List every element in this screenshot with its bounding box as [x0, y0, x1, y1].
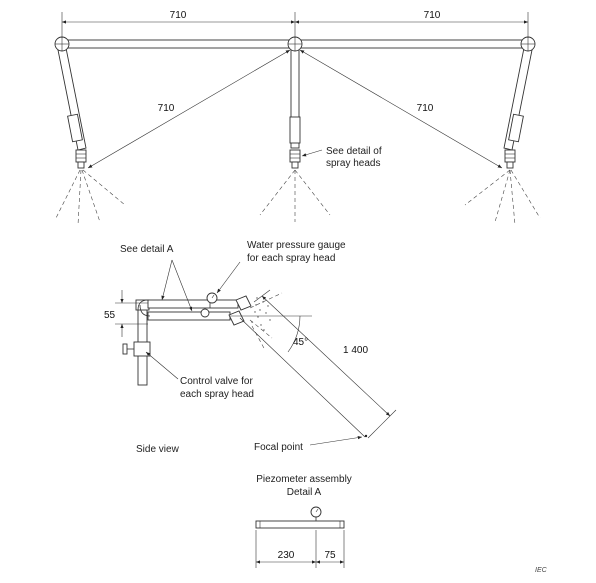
top-frame — [54, 36, 541, 226]
right-fitting — [508, 113, 524, 143]
dim-230: 230 — [278, 550, 295, 561]
top-dimensions — [61, 12, 529, 38]
upper-side-pipe — [147, 299, 239, 309]
dim-top-left: 710 — [170, 10, 187, 21]
lower-side-pipe — [147, 311, 231, 321]
dim-1400-line — [261, 295, 391, 417]
label-spray-detail-1: See detail of — [326, 146, 382, 157]
label-spray-detail-2: spray heads — [326, 158, 380, 169]
left-fitting — [67, 113, 83, 143]
label-valve-1: Control valve for — [180, 376, 253, 387]
dim-1400: 1 400 — [343, 345, 368, 356]
dim-75: 75 — [324, 550, 336, 561]
diag-dim-left-line — [87, 49, 291, 169]
piezometer-gauge — [310, 506, 322, 518]
label-gauge-2: for each spray head — [247, 253, 335, 264]
diag-dim-right-line — [299, 49, 503, 169]
label-focal-point: Focal point — [254, 442, 303, 453]
dim-diag-left: 710 — [158, 103, 175, 114]
side-view — [115, 259, 397, 446]
piezometer-pipe — [255, 520, 345, 529]
centre-spray-head — [289, 149, 301, 169]
lower-nozzle — [228, 310, 245, 326]
label-iec: IEC — [535, 567, 548, 574]
label-piezo-2: Detail A — [287, 487, 322, 498]
piezometer-assembly — [255, 506, 345, 568]
label-see-detail-a: See detail A — [120, 244, 174, 255]
label-gauge-1: Water pressure gauge — [247, 240, 346, 251]
label-valve-2: each spray head — [180, 389, 254, 400]
dim-diag-right: 710 — [417, 103, 434, 114]
focal-axis-line — [239, 317, 366, 438]
label-piezo-1: Piezometer assembly — [256, 474, 352, 485]
control-valve — [133, 341, 151, 357]
side-spray — [251, 297, 271, 331]
centre-fitting — [289, 116, 301, 144]
dim-angle: 45° — [293, 337, 308, 348]
upper-nozzle — [235, 295, 252, 311]
valve-handle — [122, 343, 128, 355]
right-spray-head — [504, 149, 516, 169]
label-side-view: Side view — [136, 444, 180, 455]
dim-top-right: 710 — [424, 10, 441, 21]
dim-55: 55 — [104, 310, 116, 321]
spray-fans — [54, 169, 541, 226]
left-spray-head — [75, 149, 87, 169]
spray-detail-leader — [301, 149, 323, 157]
